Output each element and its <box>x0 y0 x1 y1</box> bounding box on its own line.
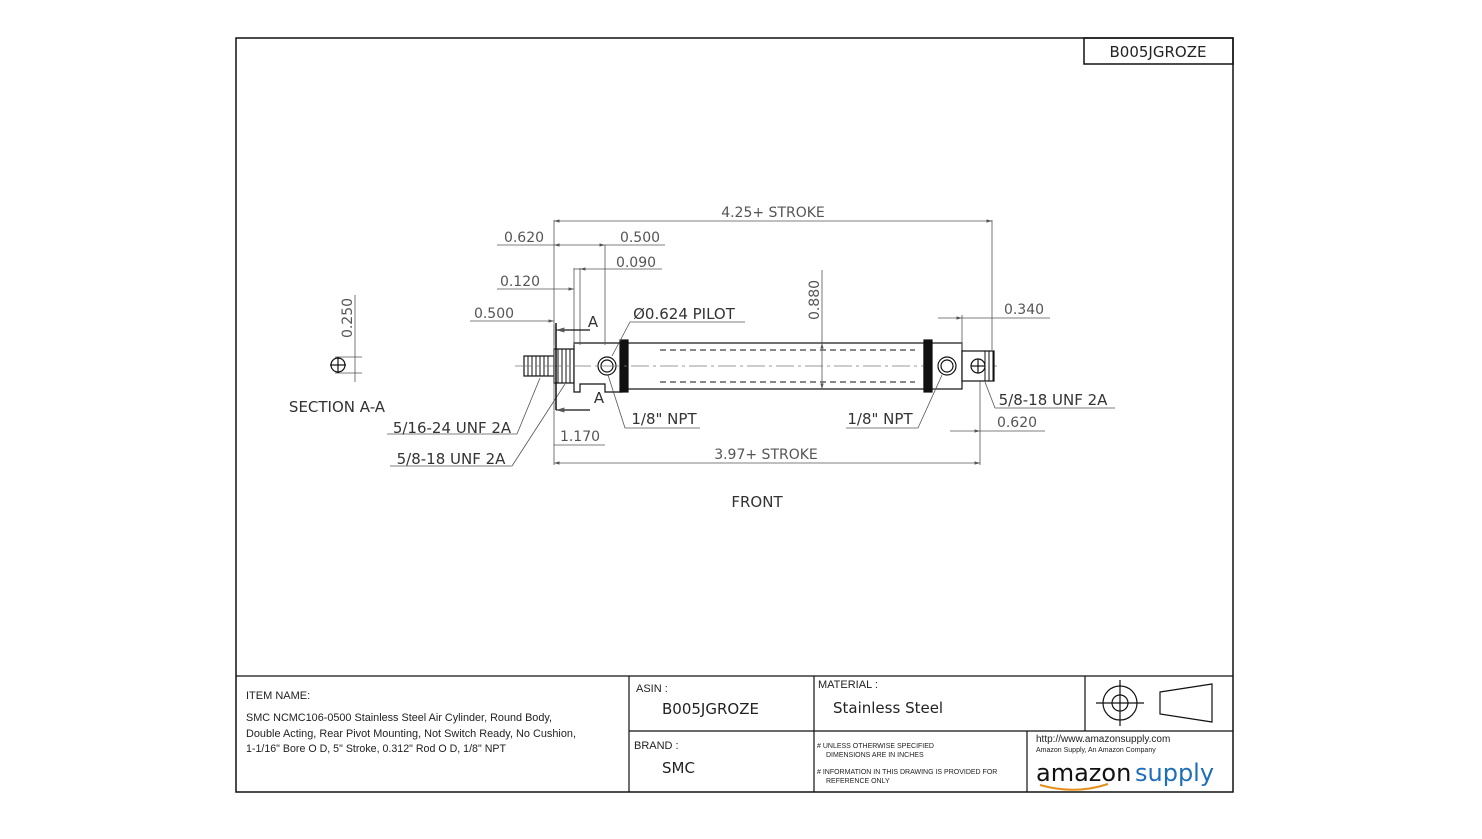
projection-symbol <box>1096 680 1213 726</box>
item-line-1: SMC NCMC106-0500 Stainless Steel Air Cyl… <box>246 712 552 724</box>
logo-amazon: amazon <box>1036 759 1131 787</box>
brand-label: BRAND : <box>634 740 679 752</box>
rear-port <box>937 356 957 376</box>
title-block <box>236 675 1233 792</box>
view-label: FRONT <box>731 493 783 511</box>
company-tagline: Amazon Supply, An Amazon Company <box>1036 747 1156 754</box>
front-view <box>515 339 1000 393</box>
dim-overall-bottom: 3.97+ STROKE <box>714 447 818 463</box>
rear-cap <box>931 342 963 390</box>
label-thread-516: 5/16-24 UNF 2A <box>393 419 512 437</box>
dim-pilot: Ø0.624 PILOT <box>633 305 736 323</box>
item-name-label: ITEM NAME: <box>246 690 310 702</box>
material-value: Stainless Steel <box>833 699 943 717</box>
item-line-2: Double Acting, Rear Pivot Mounting, Not … <box>246 728 576 740</box>
section-mark-top: A <box>588 313 599 331</box>
dim-overall-top: 4.25+ STROKE <box>721 205 825 221</box>
section-mark-bottom: A <box>594 389 605 407</box>
note-reference-a: # INFORMATION IN THIS DRAWING IS PROVIDE… <box>817 769 997 776</box>
asin-tag: B005JGROZE <box>1110 43 1207 61</box>
dim-0340: 0.340 <box>1004 302 1044 318</box>
dim-0250: 0.250 <box>340 298 356 338</box>
brand-value: SMC <box>662 759 695 777</box>
dim-0500-left: 0.500 <box>474 306 514 322</box>
rear-port-inner <box>940 359 954 373</box>
asin-tag-box <box>1083 37 1234 65</box>
dim-0620: 0.620 <box>504 230 544 246</box>
rear-cap-band <box>923 339 933 393</box>
note-units-b: DIMENSIONS ARE IN INCHES <box>826 752 924 759</box>
dim-0880: 0.880 <box>807 280 823 320</box>
dim-0500-top: 0.500 <box>620 230 660 246</box>
sheet-border <box>235 37 1234 793</box>
item-line-3: 1-1/16" Bore O D, 5" Stroke, 0.312" Rod … <box>246 743 506 755</box>
label-npt-right: 1/8" NPT <box>847 410 913 428</box>
dim-0090: 0.090 <box>616 255 656 271</box>
dim-1170: 1.170 <box>560 429 600 445</box>
note-units-a: # UNLESS OTHERWISE SPECIFIED <box>817 743 934 750</box>
section-label: SECTION A-A <box>289 398 386 416</box>
dimension-lines <box>335 219 1115 467</box>
label-thread-right: 5/8-18 UNF 2A <box>999 391 1109 409</box>
note-reference-b: REFERENCE ONLY <box>826 778 890 785</box>
dim-0120: 0.120 <box>500 274 540 290</box>
section-view <box>330 357 346 373</box>
amazonsupply-logo: amazon supply <box>1036 759 1214 791</box>
label-thread-left: 5/8-18 UNF 2A <box>397 450 507 468</box>
logo-smile <box>1039 783 1109 791</box>
asin-label: ASIN : <box>636 683 668 695</box>
asin-value: B005JGROZE <box>662 700 759 718</box>
dim-0620-right: 0.620 <box>997 415 1037 431</box>
company-url[interactable]: http://www.amazonsupply.com <box>1036 734 1170 745</box>
material-label: MATERIAL : <box>818 679 878 691</box>
logo-supply: supply <box>1135 759 1214 787</box>
label-npt-left: 1/8" NPT <box>631 410 697 428</box>
